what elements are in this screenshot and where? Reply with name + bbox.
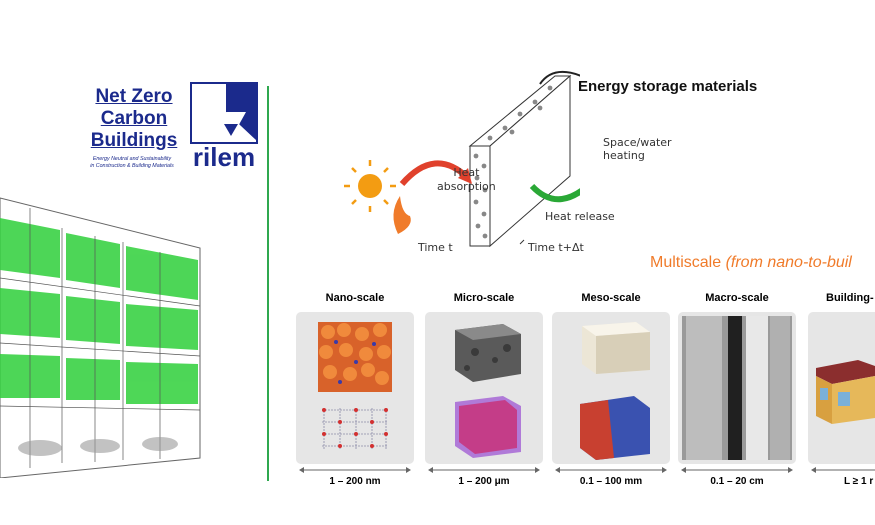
energy-storage-wall-diagram — [344, 71, 580, 248]
building-scale-image — [816, 360, 875, 424]
space-heating-line-2: heating — [603, 149, 645, 162]
nano-scale-panel — [296, 312, 414, 464]
building-scale-panel — [808, 312, 875, 464]
nzcb-subtitle: Energy Neutral and Sustainability in Con… — [78, 156, 186, 170]
heat-absorption-line-2: absorption — [437, 180, 496, 193]
scale-heading-macro: Macro-scale — [705, 292, 769, 304]
rilem-logo: rilem — [190, 82, 258, 170]
heat-release-label: Heat release — [545, 210, 615, 223]
space-water-heating-label: Space/water heating — [603, 136, 672, 162]
macro-scale-panel — [678, 312, 796, 464]
energy-storage-title: Energy storage materials — [578, 78, 758, 95]
scale-heading-meso: Meso-scale — [581, 292, 641, 304]
nano-scale-image — [318, 322, 392, 450]
title-line-3: Buildings — [90, 130, 178, 151]
multiscale-title: Multiscale (from nano-to-buil — [650, 254, 875, 272]
meso-scale-image — [580, 322, 650, 460]
macro-scale-image — [682, 316, 792, 460]
heat-absorption-line-1: Heat — [453, 166, 480, 179]
rilem-logo-text: rilem — [193, 142, 255, 170]
multiscale-title-italic: (from nano-to-buil — [725, 254, 852, 271]
scale-range-building: L ≥ 1 r — [844, 476, 874, 487]
scale-heading-nano: Nano-scale — [325, 292, 385, 304]
scale-arrow-nano — [299, 467, 411, 473]
heat-absorption-label: Heat absorption — [437, 166, 496, 194]
time-t-label: Time t — [418, 241, 453, 254]
meso-scale-panel — [552, 312, 670, 464]
multiscale-title-plain: Multiscale — [650, 254, 726, 271]
building-sketch-image — [0, 197, 201, 478]
title-line-2: Carbon — [100, 108, 168, 129]
title-line-1: Net Zero — [95, 86, 173, 107]
subtitle-line-1: Energy Neutral and Sustainability — [92, 156, 172, 162]
scale-range-micro: 1 – 200 μm — [458, 476, 510, 487]
time-t-dt-label: Time t+Δt — [528, 241, 584, 254]
scale-heading-micro: Micro-scale — [453, 292, 515, 304]
scale-arrow-building — [811, 467, 875, 473]
subtitle-line-2: in Construction & Building Materials — [90, 163, 174, 169]
scale-range-nano: 1 – 200 nm — [329, 476, 381, 487]
scale-arrow-meso — [555, 467, 667, 473]
scale-arrow-macro — [681, 467, 793, 473]
scale-range-macro: 0.1 – 20 cm — [710, 476, 764, 487]
scale-heading-building: Building- — [826, 292, 874, 304]
scale-range-meso: 0.1 – 100 mm — [579, 476, 643, 487]
space-heating-line-1: Space/water — [603, 136, 672, 149]
vertical-divider — [267, 86, 269, 481]
scale-arrow-micro — [428, 467, 540, 473]
nzcb-title: Net Zero Carbon Buildings — [82, 86, 186, 152]
micro-scale-panel — [425, 312, 543, 464]
micro-scale-image — [455, 324, 521, 458]
